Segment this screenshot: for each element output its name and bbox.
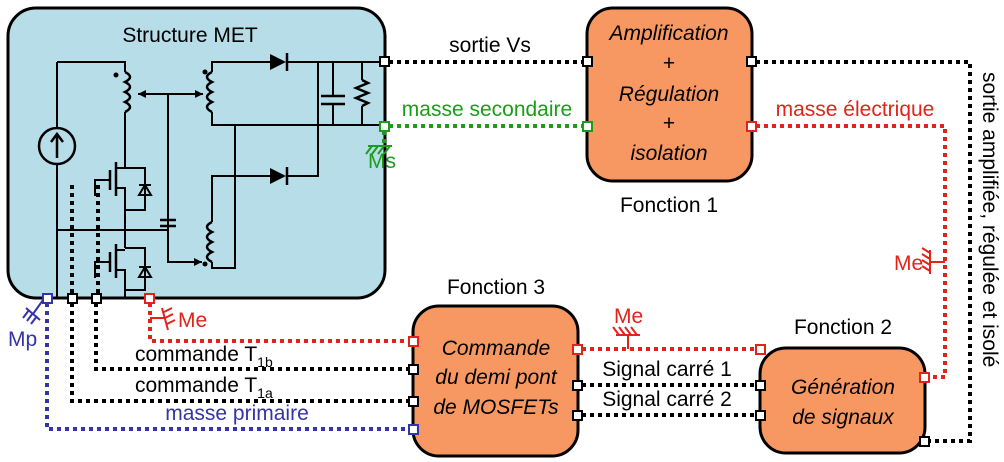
terminal-mp-out <box>42 293 53 304</box>
label-sortie-amplifiee: sortie amplifiée, régulée et isolé <box>978 72 1001 367</box>
ground-me-label-mid: Me <box>614 305 643 328</box>
f1-line-5: isolation <box>630 142 707 165</box>
ground-mp-label: Mp <box>8 328 37 351</box>
ground-me-label-left: Me <box>178 309 207 332</box>
ground-symbol-icon <box>921 247 945 274</box>
f3-terminal-me-out <box>572 344 583 355</box>
coupling-arrows-icon <box>138 90 203 266</box>
f1-terminal-in-vs <box>582 56 593 67</box>
label-masse-electrique: masse électrique <box>776 98 935 121</box>
f3-line-2: du demi pont <box>435 366 558 389</box>
ground-symbol-icon <box>365 145 392 155</box>
f2-terminal-sq1 <box>755 380 766 391</box>
ground-symbol-icon <box>612 326 640 349</box>
terminal-vs-out <box>379 56 390 67</box>
primary-winding-icon <box>113 70 132 114</box>
f2-terminal-out <box>919 436 930 447</box>
link-me-struct-f3 <box>148 303 409 343</box>
f1-terminal-me <box>746 121 757 132</box>
f1-line-1: Amplification <box>607 22 728 45</box>
link-masse-electrique <box>756 124 947 379</box>
label-sortie-vs: sortie Vs <box>449 34 531 57</box>
label-commande-t1b: commande T1b <box>135 343 273 370</box>
f3-caption: Fonction 3 <box>447 276 545 299</box>
terminal-ms-out <box>379 121 390 132</box>
f3-line-1: Commande <box>442 337 551 360</box>
link-commande-t1a <box>70 303 409 403</box>
f2-line-1: Génération <box>791 376 895 399</box>
f1-line-3: Régulation <box>619 83 719 106</box>
ground-symbol-icon <box>22 299 44 325</box>
f3-terminal-t1b <box>408 364 419 375</box>
fonction-2-block: Génération de signaux <box>755 344 930 455</box>
schematic <box>37 53 385 298</box>
f1-terminal-in-ms <box>582 121 593 132</box>
label-masse-primaire: masse primaire <box>165 402 309 425</box>
secondary-winding-lower-icon <box>202 220 215 267</box>
f2-terminal-me-right <box>919 372 930 383</box>
f1-terminal-out <box>746 56 757 67</box>
mosfet-low-side-icon <box>94 240 153 291</box>
terminal-t1a-in <box>67 293 78 304</box>
secondary-winding-upper-icon <box>202 69 215 114</box>
f3-terminal-mp <box>408 424 419 435</box>
f1-line-2: + <box>663 52 675 75</box>
mosfet-high-side-icon <box>94 160 153 211</box>
terminal-me-struct <box>144 293 155 304</box>
output-capacitor-icon <box>321 62 345 125</box>
link-commande-t1b <box>94 303 409 371</box>
f2-line-2: de signaux <box>792 406 895 429</box>
ground-me-label-right: Me <box>894 252 923 275</box>
structure-met-block: Structure MET <box>6 6 390 304</box>
f1-caption: Fonction 1 <box>620 194 718 217</box>
structure-met-box <box>6 6 387 300</box>
structure-met-title: Structure MET <box>122 24 258 47</box>
link-sortie-amplifiee <box>756 60 972 443</box>
terminal-t1b-in <box>91 293 102 304</box>
fonction-3-block: Commande du demi pont de MOSFETs <box>408 304 583 458</box>
ground-symbol-icon <box>150 307 176 331</box>
load-resistor-icon <box>352 62 372 125</box>
label-signal-carre-2: Signal carré 2 <box>602 388 732 411</box>
label-masse-secondaire: masse secondaire <box>402 98 572 121</box>
f2-terminal-me <box>755 344 766 355</box>
f3-terminal-sq1 <box>572 380 583 391</box>
label-commande-t1a: commande T1a <box>135 374 273 401</box>
f3-terminal-me <box>408 336 419 347</box>
f2-caption: Fonction 2 <box>794 316 892 339</box>
ground-ms-label: Ms <box>368 150 396 173</box>
link-masse-primaire <box>45 303 409 431</box>
f3-terminal-t1a <box>408 396 419 407</box>
fonction-1-block: Amplification + Régulation + isolation <box>582 6 757 183</box>
f3-line-3: de MOSFETs <box>433 396 559 419</box>
label-signal-carre-1: Signal carré 1 <box>602 358 732 381</box>
f1-line-4: + <box>663 112 675 135</box>
f2-terminal-sq2 <box>755 410 766 421</box>
f3-terminal-sq2 <box>572 410 583 421</box>
